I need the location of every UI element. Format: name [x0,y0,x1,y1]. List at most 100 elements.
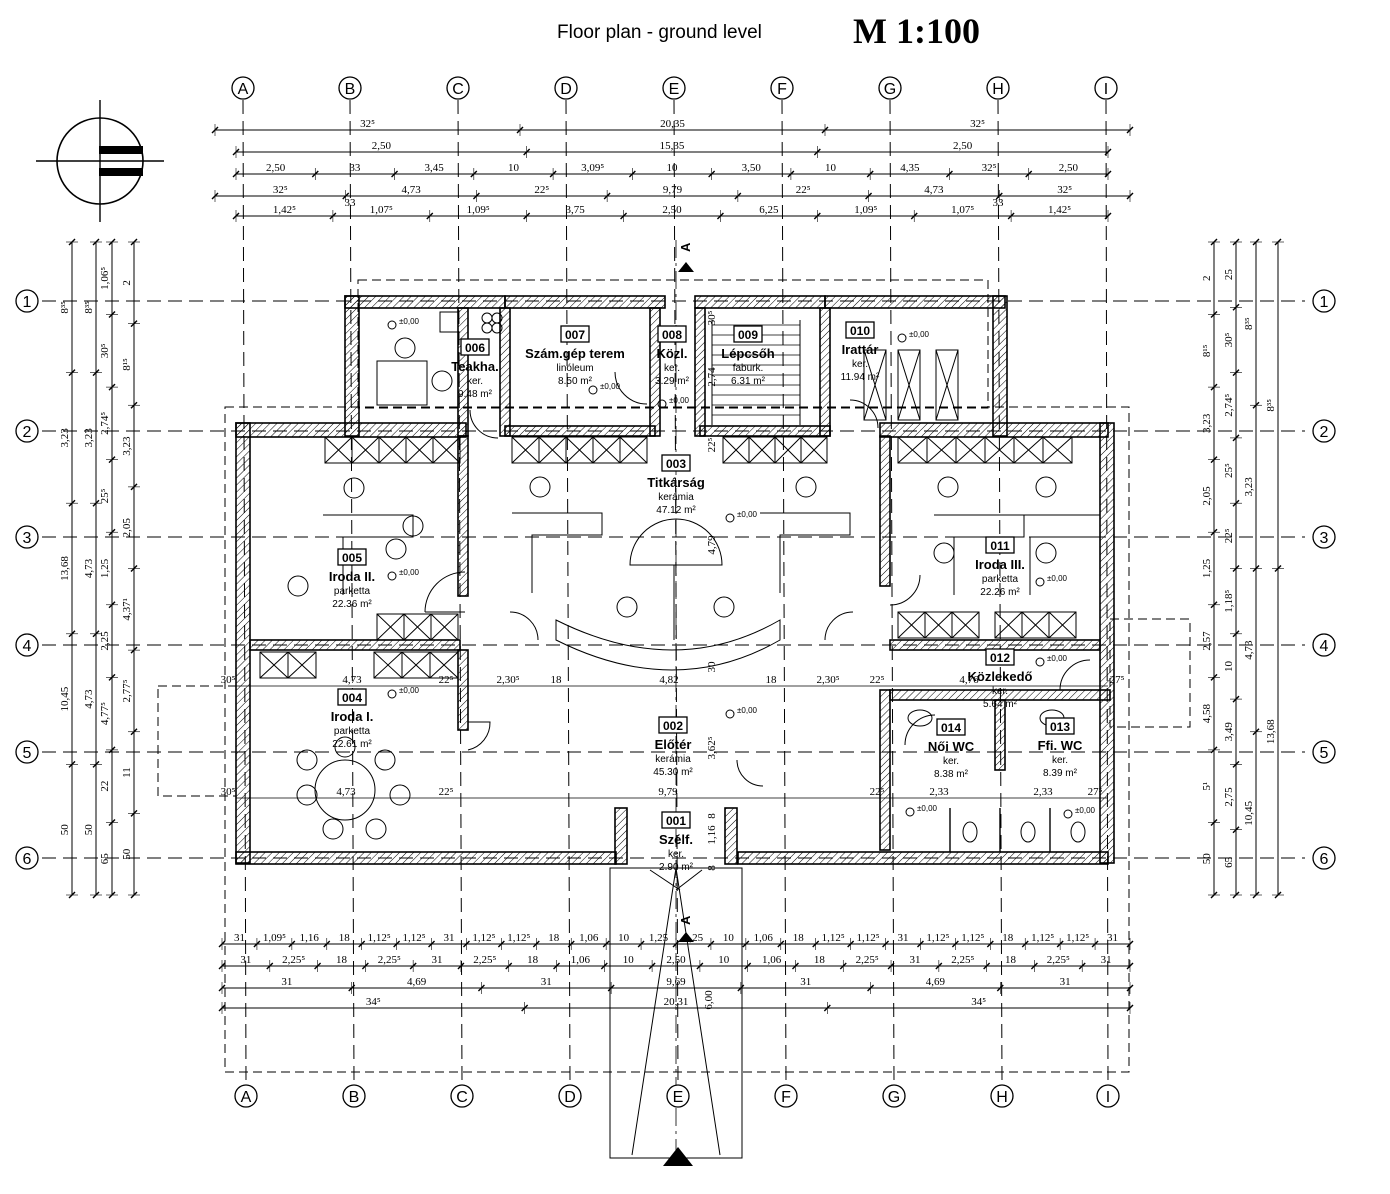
dim-label: 18 [766,674,778,686]
dim-label: 8¹⁵ [1201,344,1213,357]
cabinet-cross [955,436,986,464]
dim-label: 13,68 [59,556,71,581]
dim-label: 18 [1002,932,1014,944]
grid-bubble [1094,76,1118,100]
cabinet [287,651,317,679]
cabinet [430,613,459,641]
dim-label: 2,25⁵ [378,954,401,966]
dim-label: 10 [618,932,630,944]
level-mark-symbol [657,399,667,409]
dim-label: 10,45 [59,686,71,711]
room-area: 22.26 m² [980,587,1020,598]
toilet [1020,821,1036,843]
room-number-box [460,338,490,356]
chair [616,596,638,618]
dim-label: 9,79 [658,786,678,798]
dim-label: 25⁵ [1223,463,1235,478]
dim-label: 18 [1005,954,1017,966]
room-number-box [661,454,691,472]
dim-label: 4,69 [926,976,946,988]
room-area: 6.31 m² [731,376,766,387]
room-number: 005 [342,551,362,565]
dim-label: 34⁵ [971,996,986,1008]
dim-label: 4,73 [401,184,421,196]
dim-label: 4,35 [900,162,920,174]
cabinet-cross [926,436,957,464]
level-mark-label: ±0,00 [1075,806,1096,815]
cabinet-cross [863,349,887,421]
dim-label: 50 [1201,853,1213,865]
room-area: 9.48 m² [458,389,493,400]
grid-bubble [1312,633,1336,657]
grid-label: F [777,81,787,98]
dim-label: 32⁵ [1057,184,1072,196]
doors [424,371,1091,891]
dim-label: 4,73 [83,689,95,709]
dim-label: 9,79 [663,184,683,196]
dim-label: 3,23 [121,436,133,456]
room-area: 8.50 m² [558,376,593,387]
cabinet-cross [748,436,776,464]
sheet-scale: M 1:100 [853,11,980,51]
grid-bubble [231,76,255,100]
level-mark-label: ±0,00 [600,382,621,391]
walls [235,295,1115,865]
dim-label: 33 [993,197,1005,209]
wall [994,699,1006,771]
cabinet-cross [897,611,926,639]
dim-label: 3,49 [1223,722,1235,742]
room-floor: ker. [467,376,483,387]
dim-label: 11 [121,767,133,778]
room-floor: ker. [943,756,959,767]
grid-bubble [990,1084,1014,1108]
chair [795,476,817,498]
dim-label: 1,16 [706,825,718,845]
grid-label: 6 [23,851,32,868]
grid-label: 5 [23,745,32,762]
grid-label: D [560,81,572,98]
dim-label: 22⁵ [796,184,811,196]
grid-bubble [15,525,39,549]
cabinet-cross [1042,436,1073,464]
cabinet-cross [984,436,1015,464]
dim-label: 1,12⁵ [1031,932,1054,944]
dim-label: 4,58 [1201,703,1213,723]
dim-label: 22⁵ [870,674,885,686]
wall [457,435,469,597]
chair [402,515,424,537]
room-number: 007 [565,328,585,342]
dim-label: 31 [1107,932,1118,944]
section-marker-label: A [678,915,693,925]
dim-label: 32⁵ [273,184,288,196]
dim-label: 3,45 [425,162,445,174]
grid-line-col [349,99,355,1083]
dim-label: 1,09⁵ [854,204,877,216]
dim-label: 30⁵ [221,786,236,798]
dim-label: 18 [527,954,539,966]
wall [504,295,666,309]
dim-label: 30⁵ [99,343,111,358]
dim-label: 8³⁵ [59,301,71,314]
room-name: Közl. [656,346,687,361]
grid-bubble [1312,846,1336,870]
wall [992,295,1008,437]
grid-label: F [781,1089,791,1106]
grid-bubble [1312,419,1336,443]
dim-label: 4,37¹ [121,598,133,621]
dim-label: 8³⁵ [83,301,95,314]
dim-label: 4,73 [342,674,362,686]
dim-label: 3,50 [742,162,762,174]
room-number-box [845,321,875,339]
dim-label: 4,76 [959,674,979,686]
cabinet-cross [619,436,648,464]
dim-label: 32⁵ [970,118,985,130]
dim-label: 2 [1201,276,1213,282]
cabinet-cross [511,436,540,464]
dim-label: 27⁵ [1088,786,1103,798]
room-number: 008 [662,328,682,342]
room-floor: parketta [334,586,371,597]
room-number: 003 [666,457,686,471]
dim-label: 2,25⁵ [473,954,496,966]
cabinet-cross [401,651,431,679]
grid-label: A [241,1089,252,1106]
